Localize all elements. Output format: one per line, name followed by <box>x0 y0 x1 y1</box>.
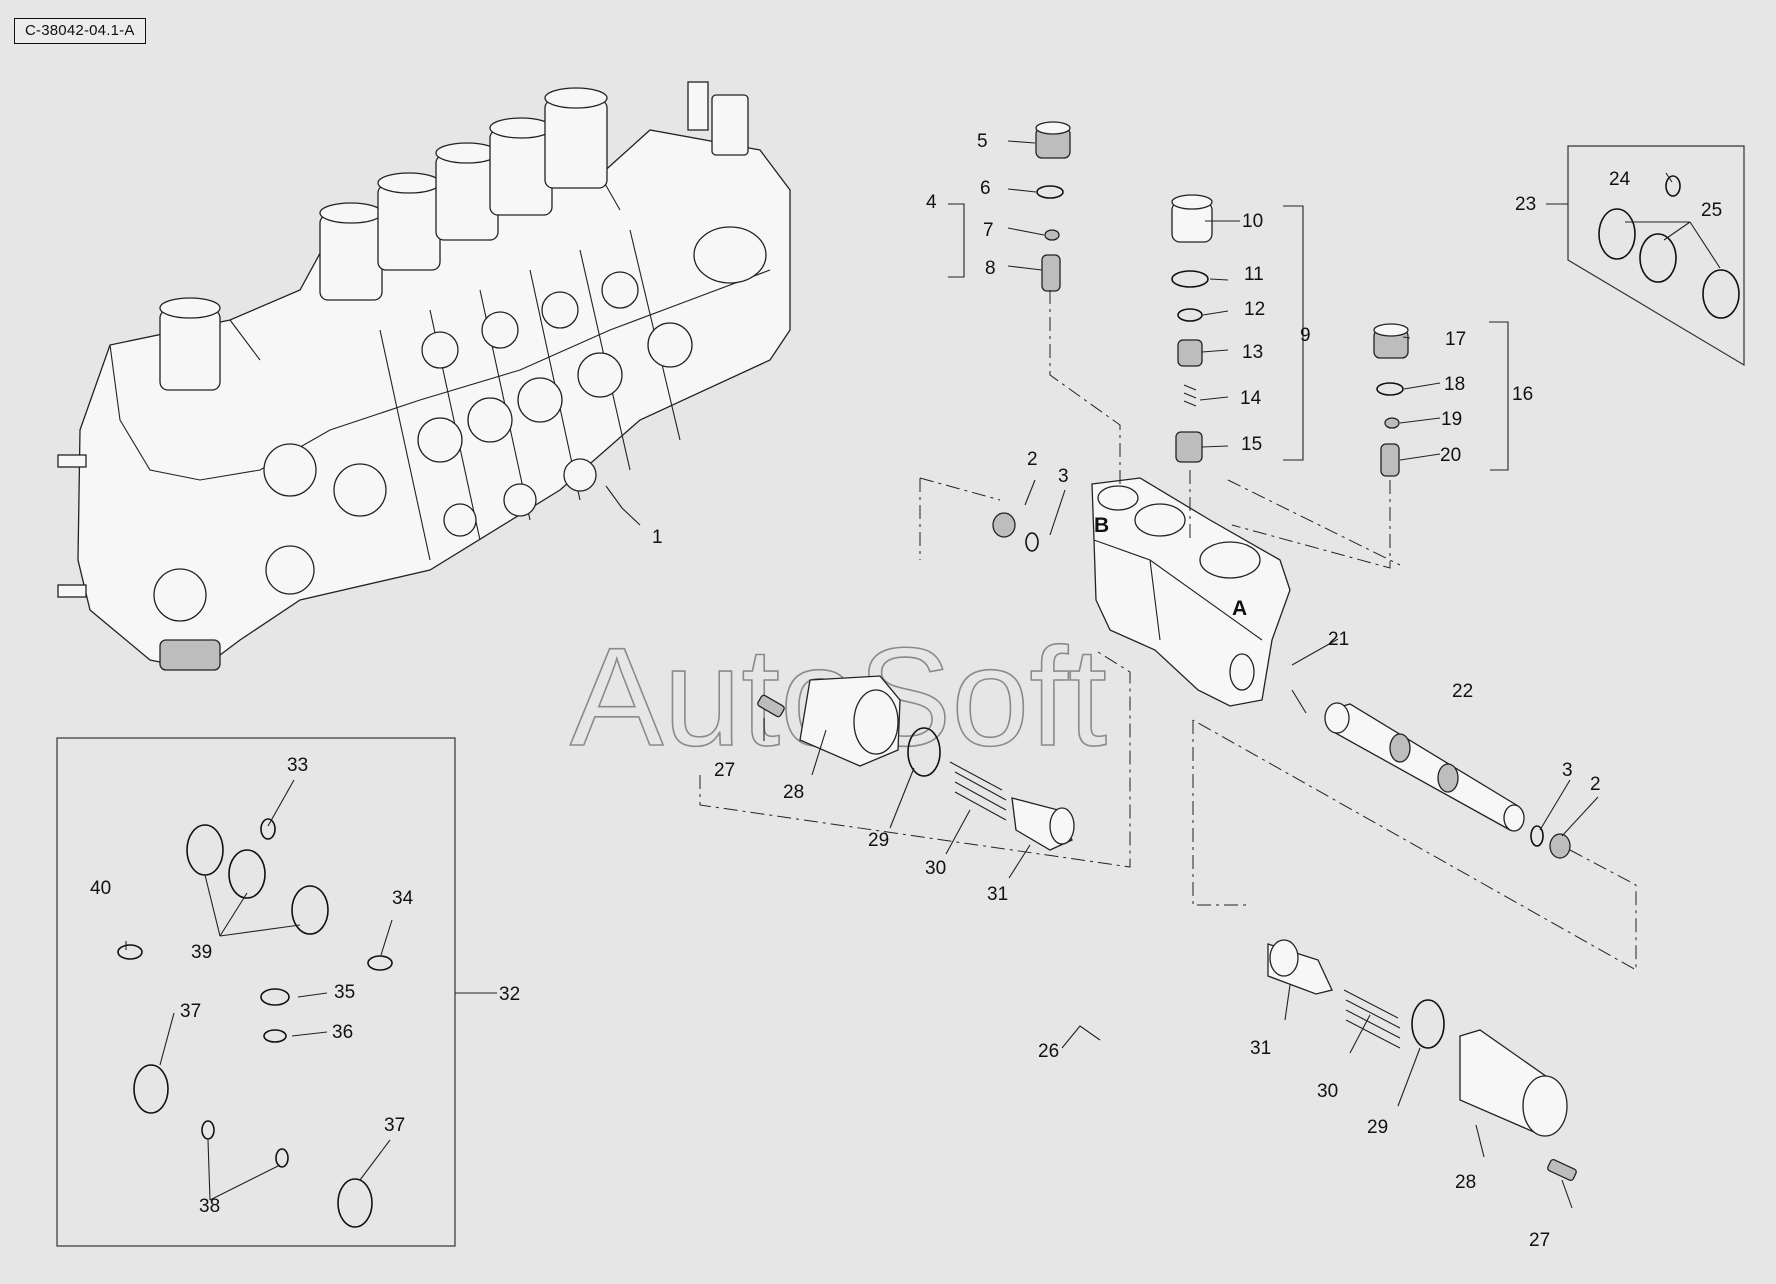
cap-assembly-right <box>1267 939 1577 1182</box>
part-2-right <box>1549 833 1571 859</box>
callout-40: 40 <box>90 878 111 899</box>
callout-27: 27 <box>714 760 735 781</box>
callout-38: 38 <box>199 1196 220 1217</box>
callout-1: 1 <box>652 527 663 548</box>
callout-16: 16 <box>1512 384 1533 405</box>
port-label-b: B <box>1094 514 1109 537</box>
callout-29: 29 <box>868 830 889 851</box>
callout-2-right: 2 <box>1590 774 1601 795</box>
callout-31: 31 <box>987 884 1008 905</box>
relief-valve-parts-2 <box>1373 323 1409 477</box>
part-3-right <box>1530 825 1544 847</box>
callout-8: 8 <box>985 258 996 279</box>
part-12 <box>1177 308 1203 322</box>
assembly-lines <box>699 290 1637 971</box>
port-label-a: A <box>1232 597 1247 620</box>
part-29 <box>907 727 941 777</box>
callout-20: 20 <box>1440 445 1461 466</box>
callout-19: 19 <box>1441 409 1462 430</box>
callout-33: 33 <box>287 755 308 776</box>
callout-34: 34 <box>392 888 414 909</box>
part-18 <box>1376 382 1404 396</box>
callout-36: 36 <box>332 1022 353 1043</box>
callout-26: 26 <box>1038 1041 1059 1062</box>
part-27-right <box>1547 1158 1577 1182</box>
part-6 <box>1036 185 1064 199</box>
callout-14: 14 <box>1240 388 1262 409</box>
callout-15: 15 <box>1241 434 1262 455</box>
seal-kit-frame <box>56 737 456 1247</box>
callout-10: 10 <box>1242 211 1263 232</box>
callout-13: 13 <box>1242 342 1263 363</box>
part-30 <box>949 761 1007 821</box>
part-30-right <box>1343 989 1401 1049</box>
load-check-parts <box>1171 194 1213 463</box>
callout-5: 5 <box>977 131 988 152</box>
callout-39: 39 <box>191 942 212 963</box>
callout-12: 12 <box>1244 299 1265 320</box>
section-body: B A <box>1091 477 1291 707</box>
callout-22: 22 <box>1452 681 1473 702</box>
part-13 <box>1177 339 1203 367</box>
callout-30: 30 <box>925 858 946 879</box>
callout-27-right: 27 <box>1529 1230 1550 1251</box>
main-valve-block <box>57 81 791 671</box>
callout-11: 11 <box>1244 264 1264 285</box>
part-29-right <box>1411 999 1445 1049</box>
callout-37-bottom: 37 <box>384 1115 405 1136</box>
callout-29-right: 29 <box>1367 1117 1388 1138</box>
callout-3: 3 <box>1058 466 1069 487</box>
callout-31-right: 31 <box>1250 1038 1271 1059</box>
part-2-left <box>992 512 1016 538</box>
callout-23: 23 <box>1515 194 1536 215</box>
callout-28: 28 <box>783 782 804 803</box>
relief-valve-parts <box>1035 121 1071 292</box>
callout-17: 17 <box>1445 329 1466 350</box>
seal-rings-25 <box>1598 175 1740 319</box>
cap-assembly-left <box>757 675 1075 851</box>
callout-35: 35 <box>334 982 355 1003</box>
part-19 <box>1384 417 1400 429</box>
callout-3-right: 3 <box>1562 760 1573 781</box>
callout-2: 2 <box>1027 449 1038 470</box>
part-7 <box>1044 229 1060 241</box>
seal-kit-rings <box>117 818 393 1228</box>
callout-37: 37 <box>180 1001 201 1022</box>
part-8 <box>1041 254 1061 292</box>
part-20 <box>1380 443 1400 477</box>
callout-21: 21 <box>1328 629 1349 650</box>
callout-32: 32 <box>499 984 520 1005</box>
part-15 <box>1175 431 1203 463</box>
spool <box>1324 702 1525 832</box>
seal-frame-23 <box>1567 145 1745 367</box>
leader-lines <box>125 140 1721 1209</box>
callout-numbers: 1 2 3 4 5 6 7 8 9 10 11 12 13 14 15 16 1… <box>90 131 1722 1251</box>
drawing-reference: C-38042-04.1-A <box>14 18 146 44</box>
callout-4: 4 <box>926 192 937 213</box>
part-11 <box>1171 270 1209 288</box>
callout-18: 18 <box>1444 374 1465 395</box>
callout-6: 6 <box>980 178 991 199</box>
part-27 <box>757 694 785 718</box>
callout-24: 24 <box>1609 169 1631 190</box>
callout-9: 9 <box>1300 325 1311 346</box>
part-3-left <box>1025 532 1039 552</box>
callout-25: 25 <box>1701 200 1722 221</box>
callout-7: 7 <box>983 220 994 241</box>
callout-30-right: 30 <box>1317 1081 1338 1102</box>
part-14 <box>1183 384 1197 407</box>
callout-28-right: 28 <box>1455 1172 1476 1193</box>
